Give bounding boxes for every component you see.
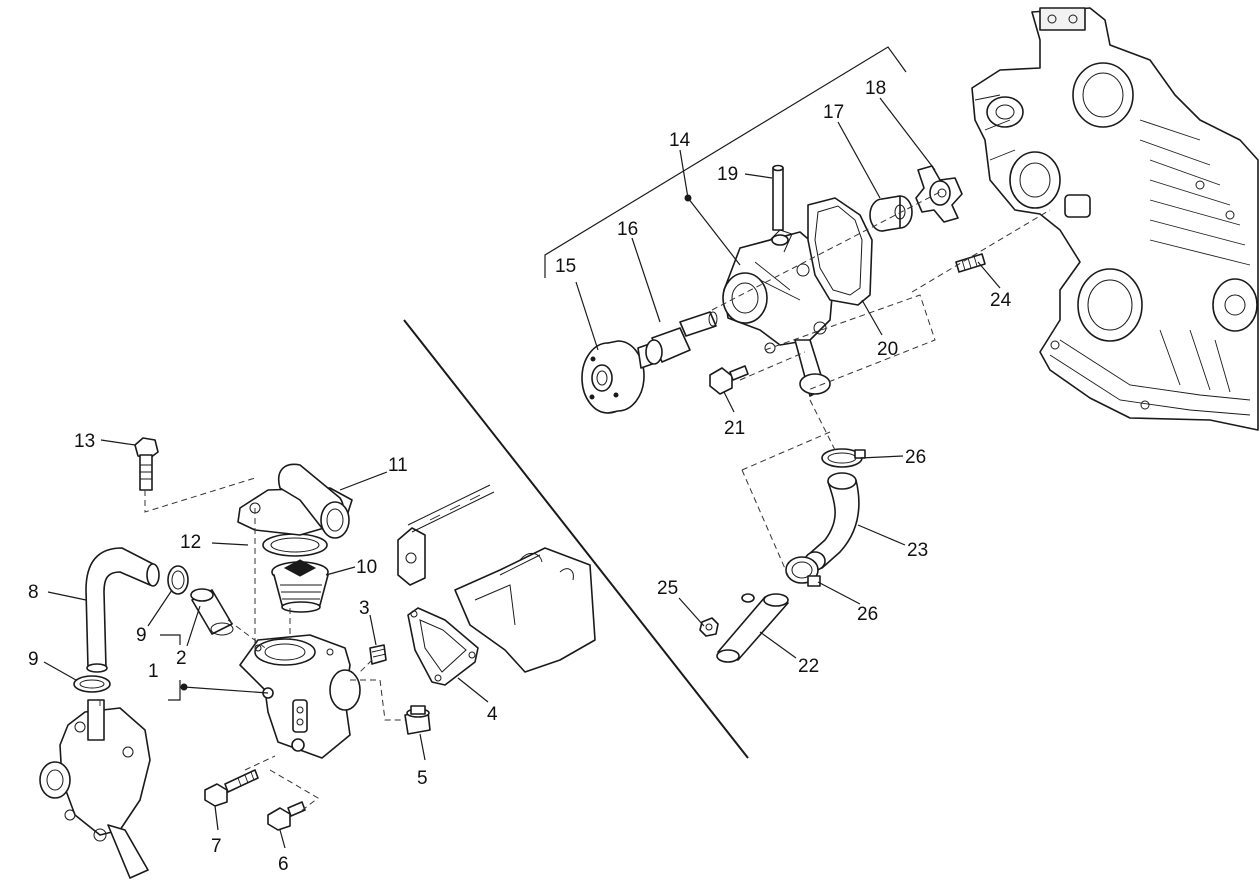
plug: [369, 644, 387, 665]
water-pump-body: [722, 229, 836, 397]
label-part-12: 12: [180, 532, 201, 553]
label-part-10: 10: [356, 557, 377, 578]
assembly-bracket-14: [544, 46, 907, 278]
pulley-flange: [581, 340, 645, 414]
thermostat: [271, 559, 329, 613]
label-part-4: 4: [487, 704, 498, 725]
impeller: [915, 165, 963, 223]
section-divider: [403, 319, 749, 759]
hose-clamp-lower: [785, 556, 821, 587]
hose-clamp-9-upper: [167, 565, 189, 595]
thermostat-cover: [237, 463, 353, 539]
label-part-20: 20: [877, 339, 898, 360]
label-part-15: 15: [555, 256, 576, 277]
hose-clamp-upper: [821, 448, 866, 468]
thermostat-housing-gasket: [407, 607, 479, 686]
bent-hose: [804, 472, 860, 571]
stud: [955, 253, 986, 273]
pump-shaft: [637, 311, 718, 369]
label-part-7: 7: [211, 836, 222, 857]
label-part-21: 21: [724, 418, 745, 439]
label-part-5: 5: [417, 768, 428, 789]
label-part-2: 2: [176, 648, 187, 669]
label-part-9-upper: 9: [136, 625, 147, 646]
label-part-17: 17: [823, 102, 844, 123]
label-part-13: 13: [74, 431, 95, 452]
label-part-6: 6: [278, 854, 289, 875]
label-part-25: 25: [657, 578, 678, 599]
label-part-1: 1: [148, 661, 159, 682]
label-part-26-lower: 26: [857, 604, 878, 625]
thermostat-gasket: [262, 533, 328, 557]
pump-bolt: [709, 365, 749, 395]
label-part-3: 3: [359, 598, 370, 619]
cover-bolt: [134, 437, 159, 491]
label-part-8: 8: [28, 582, 39, 603]
locating-pin: [772, 164, 784, 231]
water-pipe: [716, 593, 789, 663]
label-part-19: 19: [717, 164, 738, 185]
engine-housing-fragment: [397, 484, 596, 673]
hose-clamp-9-lower: [73, 675, 111, 693]
thermostat-housing: [239, 634, 361, 759]
label-part-18: 18: [865, 78, 886, 99]
label-part-11: 11: [388, 455, 408, 476]
label-part-24: 24: [990, 290, 1012, 311]
label-part-23: 23: [907, 540, 928, 561]
nut: [699, 617, 719, 637]
label-part-16: 16: [617, 219, 638, 240]
label-part-22: 22: [798, 656, 819, 677]
pump-gasket: [807, 197, 873, 306]
water-pump-small: [39, 699, 151, 879]
mechanical-seal: [869, 195, 913, 232]
pipe-nipple: [190, 588, 234, 636]
drain-plug: [404, 705, 431, 735]
short-bolt: [267, 801, 306, 831]
label-part-9-lower: 9: [28, 649, 39, 670]
long-bolt: [204, 769, 259, 807]
bypass-hose: [85, 547, 160, 673]
engine-block: [971, 7, 1259, 431]
label-part-14: 14: [669, 130, 691, 151]
label-part-26-upper: 26: [905, 447, 926, 468]
